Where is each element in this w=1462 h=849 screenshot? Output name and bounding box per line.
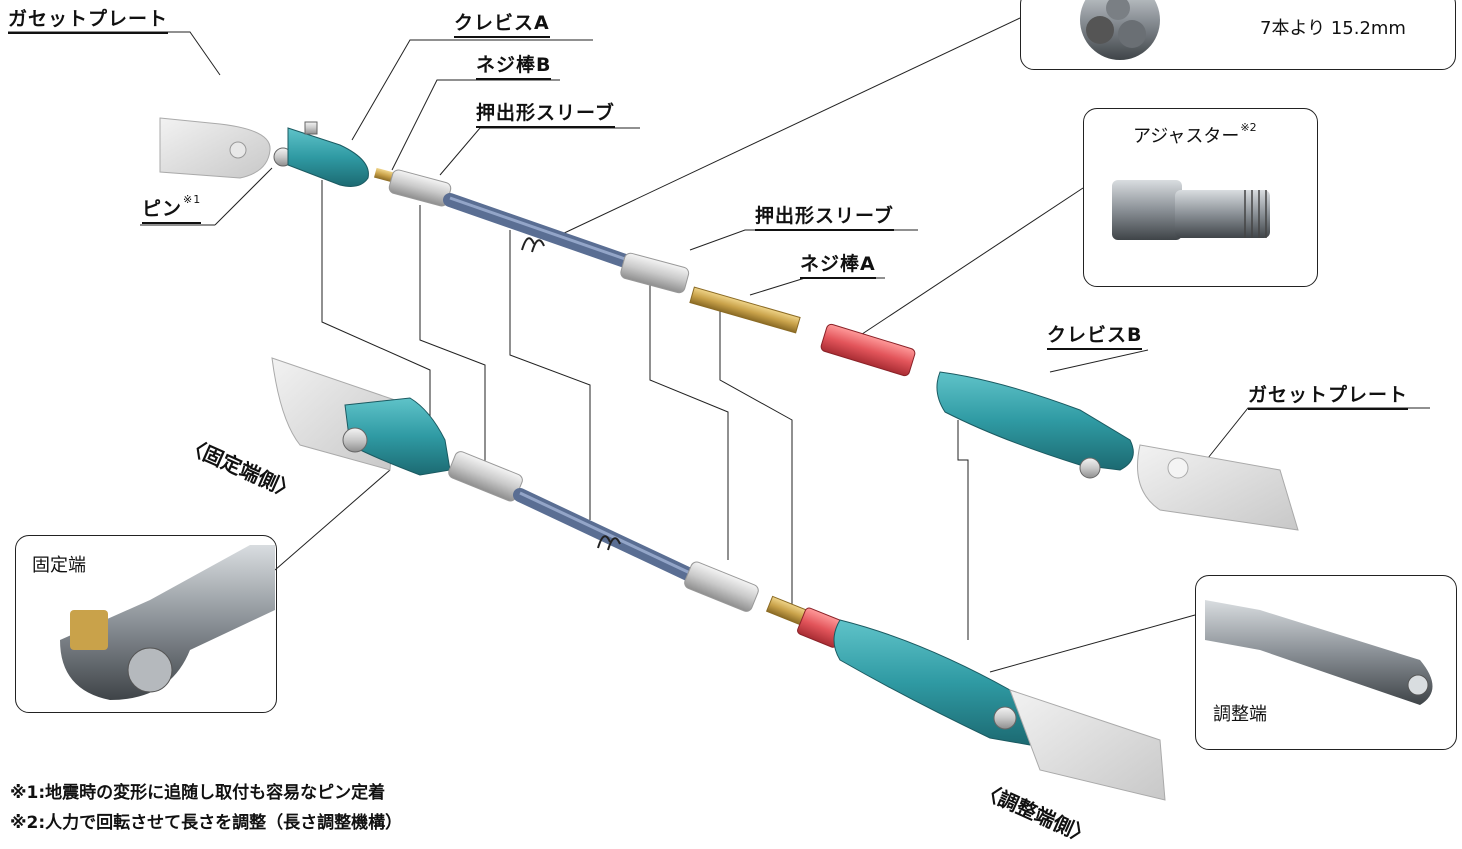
adjuster-label: アジャスター※2 xyxy=(1133,121,1257,147)
cable-top-shape xyxy=(443,193,635,269)
clevis-b-label: クレビスB xyxy=(1047,326,1143,350)
pin-note-mark: ※1 xyxy=(183,193,202,206)
clevis-b-shape xyxy=(936,371,1134,471)
fixed-end-photo xyxy=(60,545,275,700)
pin-label: ピン※1 xyxy=(142,194,202,224)
adjuster-red-shape xyxy=(820,323,916,377)
cable-bottom-shape xyxy=(513,488,697,582)
sleeve-2-shape xyxy=(620,252,690,294)
fixed-end-callout-box xyxy=(15,535,277,713)
footnote-2: ※2:人力で回転させて長さを調整（長さ調整機構） xyxy=(10,813,403,833)
adjust-end-label: 調整端 xyxy=(1213,704,1267,725)
screw-rod-a-label: ネジ棒A xyxy=(800,255,876,279)
adjuster-note-mark: ※2 xyxy=(1240,121,1257,134)
clevis-a-label: クレビスA xyxy=(454,14,550,38)
screw-rod-b-shape xyxy=(374,167,394,183)
sleeve-1-label: 押出形スリーブ xyxy=(476,104,615,128)
gusset-plate-right-label: ガセットプレート xyxy=(1248,386,1409,410)
gusset-plate-top-shape xyxy=(159,117,271,179)
screw-rod-a-shape xyxy=(689,286,801,334)
clevis-a-shape xyxy=(287,127,369,187)
strand-callout-box xyxy=(1020,0,1456,70)
sleeve-2-label: 押出形スリーブ xyxy=(755,207,894,231)
sleeve-1-shape xyxy=(388,169,452,207)
gusset-plate-right-shape xyxy=(1137,444,1299,531)
adjust-plate-shape xyxy=(1009,689,1166,801)
adjust-end-callout-box xyxy=(1195,575,1457,750)
fixed-clevis-shape xyxy=(344,397,451,476)
screw-rod-b-label: ネジ棒B xyxy=(476,56,552,80)
strand-photo xyxy=(1080,0,1160,60)
adjuster-callout-box xyxy=(1083,108,1318,287)
adjust-end-photo xyxy=(1205,600,1433,705)
gusset-plate-top-label: ガセットプレート xyxy=(8,10,169,34)
adjuster-photo xyxy=(1112,180,1270,240)
strand-spec-text: 7本より 15.2mm xyxy=(1260,18,1406,39)
fixed-end-label: 固定端 xyxy=(32,555,86,576)
adjust-clevis-shape xyxy=(833,619,1052,746)
footnote-1: ※1:地震時の変形に追随し取付も容易なピン定着 xyxy=(10,783,386,803)
